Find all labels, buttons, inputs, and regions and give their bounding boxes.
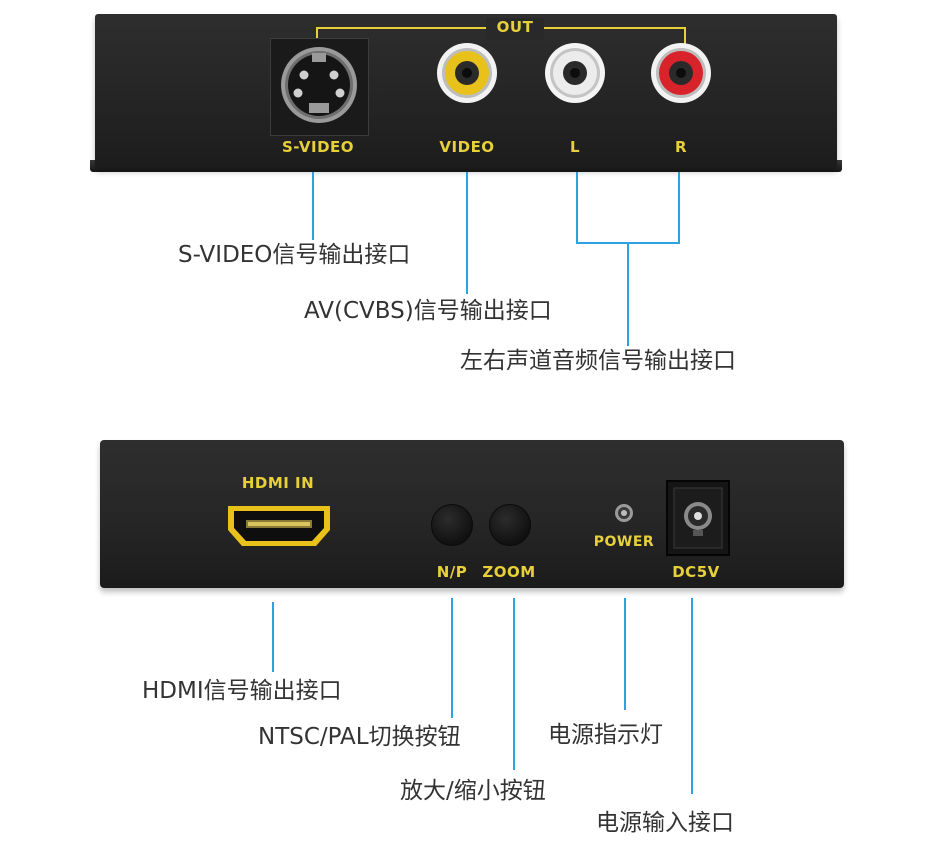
hdmi-leader-line	[272, 602, 274, 672]
av-callout: AV(CVBS)信号输出接口	[304, 298, 552, 324]
dc5v-jack	[666, 480, 730, 556]
hdmi-callout: HDMI信号输出接口	[142, 678, 342, 704]
hdmi-port	[224, 500, 334, 552]
zoom-button-label: ZOOM	[482, 563, 536, 581]
right-audio-port-label: R	[674, 138, 688, 156]
svideo-connector-icon	[281, 47, 357, 123]
out-label-bg	[486, 18, 544, 40]
video-port-label: VIDEO	[439, 138, 495, 156]
audio-leader-line	[627, 242, 629, 346]
audio-left-leader-line	[576, 172, 578, 244]
hdmi-port-icon	[228, 506, 330, 546]
rca-video-jack	[436, 42, 498, 104]
out-label: OUT	[496, 18, 534, 36]
ntsc-pal-callout: NTSC/PAL切换按钮	[258, 724, 461, 750]
power-led-label: POWER	[593, 534, 655, 550]
rca-right-jack	[650, 42, 712, 104]
power-input-leader-line	[691, 598, 693, 794]
zoom-button[interactable]	[489, 504, 531, 546]
power-led-leader-line	[624, 598, 626, 710]
audio-callout: 左右声道音频信号输出接口	[460, 348, 736, 374]
audio-right-leader-line	[678, 172, 680, 244]
svideo-port	[270, 38, 369, 136]
rca-white-jack-icon	[545, 43, 605, 103]
np-button[interactable]	[431, 504, 473, 546]
dc5v-label: DC5V	[672, 563, 720, 581]
rca-left-jack	[544, 42, 606, 104]
zoom-callout: 放大/缩小按钮	[400, 778, 546, 804]
svideo-callout: S-VIDEO信号输出接口	[178, 242, 411, 268]
hdmi-in-label: HDMI IN	[241, 474, 315, 492]
power-input-callout: 电源输入接口	[596, 810, 734, 836]
dc-power-jack-icon	[673, 487, 723, 549]
rca-red-jack-icon	[651, 43, 711, 103]
zoom-leader-line	[513, 598, 515, 770]
led-indicator-icon	[615, 504, 633, 522]
rca-yellow-jack-icon	[437, 43, 497, 103]
av-leader-line	[466, 172, 468, 294]
svideo-leader-line	[312, 172, 314, 240]
svideo-port-label: S-VIDEO	[281, 138, 355, 156]
power-led-callout: 电源指示灯	[548, 722, 663, 748]
left-audio-port-label: L	[569, 138, 581, 156]
power-led	[614, 503, 634, 523]
np-leader-line	[451, 598, 453, 718]
np-button-label: N/P	[436, 563, 468, 581]
